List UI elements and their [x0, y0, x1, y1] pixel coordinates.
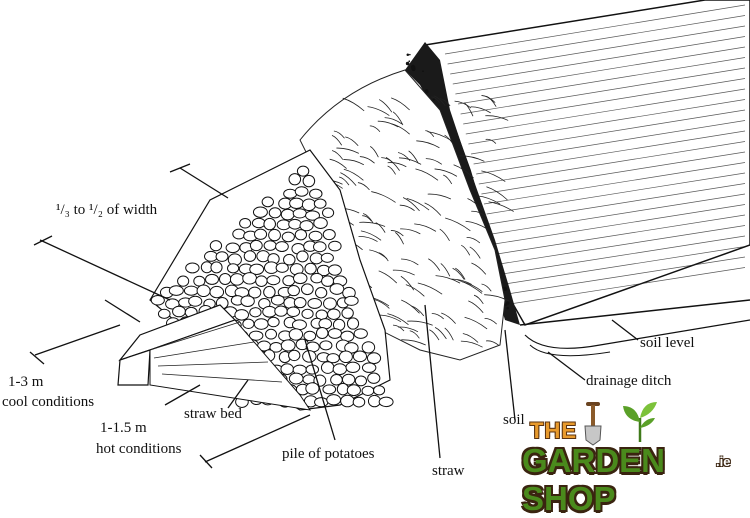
logo-tld: .ie: [716, 454, 731, 469]
logo-the: THE: [530, 418, 577, 443]
label-straw-bed: straw bed: [184, 406, 242, 422]
label-cool-size: 1-3 m: [8, 374, 44, 390]
label-straw: straw: [432, 463, 465, 479]
soil-mound: [423, 0, 750, 357]
garden-shop-logo: THE GARDEN SHOP .ie: [520, 400, 745, 517]
label-soil: soil: [503, 412, 525, 428]
label-soil-level: soil level: [640, 335, 695, 351]
straw-bed: [117, 304, 312, 411]
leader-lines: [227, 304, 639, 459]
label-width-fraction: ¹/₃ to ¹/₂ of width: [56, 202, 158, 218]
logo-name: GARDEN SHOP: [522, 442, 666, 517]
label-hot-conditions: hot conditions: [96, 441, 182, 457]
straw-layer: [299, 69, 514, 361]
label-pile-of-potatoes: pile of potatoes: [282, 446, 375, 462]
label-hot-size: 1-1.5 m: [100, 420, 147, 436]
spade-icon: [584, 402, 602, 446]
seedling-icon: [623, 402, 657, 442]
clamp-illustration: [29, 0, 750, 469]
dimension-lines: [29, 163, 311, 469]
label-drainage-ditch: drainage ditch: [586, 373, 672, 389]
label-cool-conditions: cool conditions: [2, 394, 95, 410]
